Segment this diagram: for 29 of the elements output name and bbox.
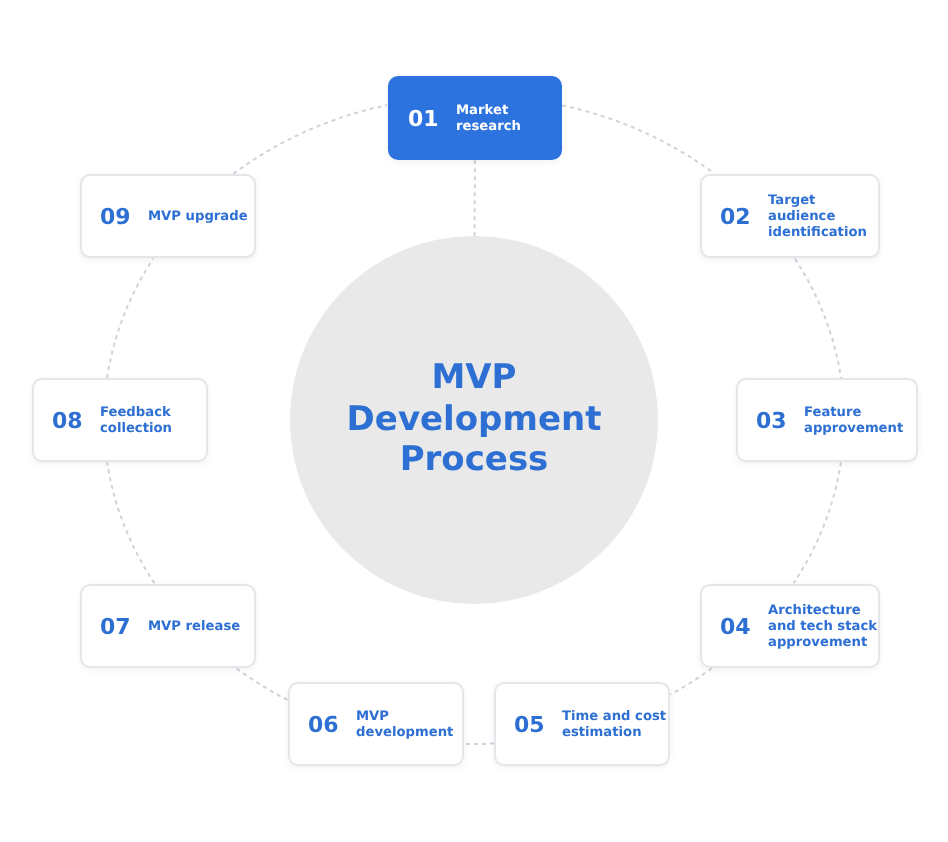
dashed-connector bbox=[792, 461, 842, 585]
step-card bbox=[288, 682, 464, 766]
step-number: 07 bbox=[100, 613, 133, 639]
dashed-connector bbox=[561, 104, 716, 175]
step-number: 03 bbox=[756, 407, 789, 433]
step-card bbox=[80, 174, 256, 258]
step-number: 09 bbox=[100, 203, 133, 229]
dashed-connector bbox=[106, 257, 154, 379]
step-card bbox=[80, 584, 256, 668]
step-number: 06 bbox=[308, 711, 341, 737]
step-number: 02 bbox=[720, 203, 753, 229]
dashed-connector bbox=[794, 257, 842, 379]
center-label: MVP Development Process bbox=[344, 358, 604, 482]
dashed-connector bbox=[232, 104, 389, 175]
step-number: 08 bbox=[52, 407, 85, 433]
step-card bbox=[32, 378, 208, 462]
step-number: 04 bbox=[720, 613, 753, 639]
step-card bbox=[700, 174, 880, 258]
dashed-connector bbox=[669, 667, 713, 696]
dashed-connector bbox=[235, 667, 289, 701]
dashed-connector bbox=[106, 461, 156, 585]
dashed-connector bbox=[473, 159, 476, 237]
dashed-connector bbox=[464, 742, 495, 745]
step-card bbox=[388, 76, 562, 160]
step-number: 05 bbox=[514, 711, 547, 737]
step-card bbox=[700, 584, 880, 668]
step-number: 01 bbox=[408, 105, 441, 131]
step-card bbox=[736, 378, 918, 462]
step-card bbox=[494, 682, 670, 766]
